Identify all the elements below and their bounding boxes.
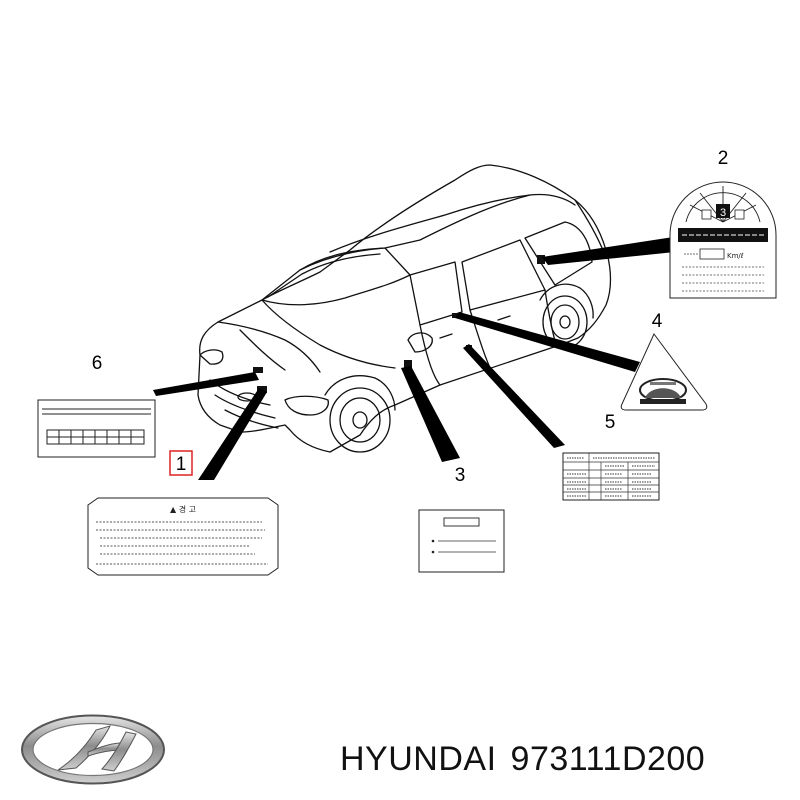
label-5-tire-pressure-sticker <box>562 452 660 501</box>
brand-part-caption: HYUNDAI 973111D200 <box>340 740 719 779</box>
callout-6: 6 <box>92 353 103 374</box>
part-number: 973111D200 <box>510 740 706 778</box>
callout-numbers: 1 2 3 4 5 6 <box>92 148 729 486</box>
hyundai-logo <box>21 714 165 785</box>
callout-3: 3 <box>455 465 466 486</box>
warning-header: ▲ 경 고 <box>170 504 196 514</box>
svg-text:3: 3 <box>720 207 726 219</box>
leader-lines <box>153 236 680 480</box>
callout-5: 5 <box>605 412 616 433</box>
callout-1: 1 <box>176 454 187 475</box>
label-2-fuel-economy-sticker: 3 Km/ℓ <box>669 181 777 299</box>
callout-2: 2 <box>718 148 729 169</box>
label-3-sticker <box>418 509 505 573</box>
label-4-triangle-sticker <box>620 333 708 411</box>
brand-name: HYUNDAI <box>340 740 497 778</box>
car-illustration <box>197 164 612 453</box>
callout-4: 4 <box>652 311 663 332</box>
label-1-warning-sticker: ▲ 경 고 <box>87 497 279 576</box>
label-6-drawing <box>37 399 156 458</box>
callout-1-box <box>169 450 193 476</box>
odometer-unit: Km/ℓ <box>727 252 744 260</box>
